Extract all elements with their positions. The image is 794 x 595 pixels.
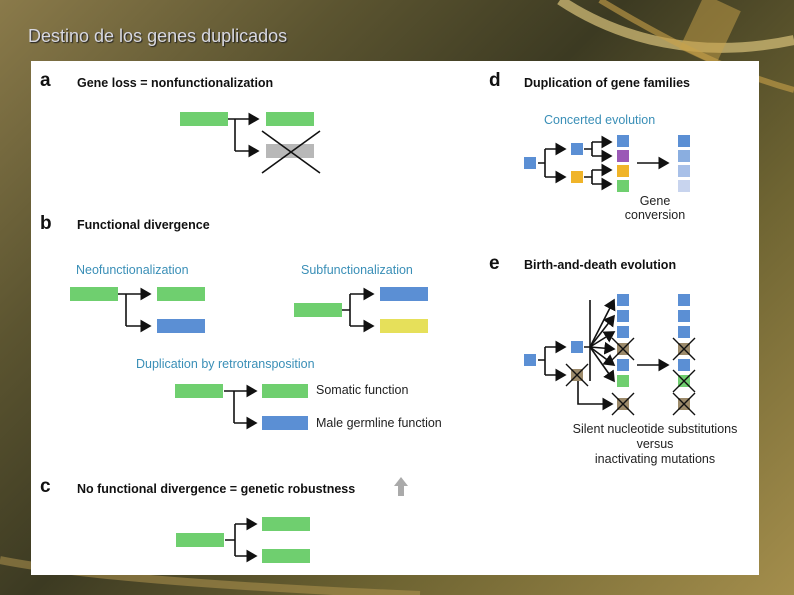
cross-out-icon: [611, 392, 635, 416]
gene-block: [524, 157, 536, 169]
gene-conversion-label-2: conversion: [624, 208, 686, 222]
retrotransposition-label: Duplication by retrotransposition: [136, 357, 315, 371]
panel-b-letter: b: [40, 213, 52, 234]
gene-block: [617, 294, 629, 306]
gene-block: [617, 165, 629, 177]
gene-block: [571, 143, 583, 155]
germline-function-label: Male germline function: [316, 416, 442, 430]
gene-block: [266, 112, 314, 126]
cross-out-icon: [565, 363, 589, 387]
gene-block: [678, 150, 690, 162]
somatic-function-label: Somatic function: [316, 383, 409, 397]
cross-out-icon: [672, 392, 696, 416]
cross-out-icon: [261, 130, 321, 174]
gene-block: [262, 384, 308, 398]
gene-block: [617, 150, 629, 162]
subfunctionalization-label: Subfunctionalization: [301, 263, 413, 277]
gene-block: [617, 326, 629, 338]
gene-block: [617, 180, 629, 192]
gene-block: [157, 319, 205, 333]
gene-conversion-label-1: Gene: [639, 194, 671, 208]
gene-block: [678, 180, 690, 192]
gene-block: [262, 517, 310, 531]
gene-block: [617, 310, 629, 322]
gene-block: [262, 549, 310, 563]
panel-a-letter: a: [40, 70, 51, 91]
panel-c-letter: c: [40, 476, 51, 497]
gene-block: [617, 375, 629, 387]
gene-block: [380, 287, 428, 301]
birth-death-note-2: versus: [636, 437, 674, 451]
birth-death-note-1: Silent nucleotide substitutions: [572, 422, 738, 436]
cross-out-icon: [672, 337, 696, 361]
gene-block: [176, 533, 224, 547]
panel-e-letter: e: [489, 253, 500, 274]
gene-block: [380, 319, 428, 333]
gene-block: [617, 359, 629, 371]
gene-block: [157, 287, 205, 301]
birth-death-note-3: inactivating mutations: [594, 452, 716, 466]
gene-block: [70, 287, 118, 301]
cross-out-icon: [611, 337, 635, 361]
gene-block: [571, 171, 583, 183]
panel-d-heading: Duplication of gene families: [524, 76, 690, 90]
slide-title: Destino de los genes duplicados: [28, 26, 288, 46]
gene-block: [678, 135, 690, 147]
gene-block: [294, 303, 342, 317]
panel-a-heading: Gene loss = nonfunctionalization: [77, 76, 274, 90]
panel-c-heading: No functional divergence = genetic robus…: [77, 482, 356, 496]
gene-block: [524, 354, 536, 366]
up-arrow-icon: [394, 477, 408, 496]
gene-block: [571, 341, 583, 353]
gene-block: [617, 135, 629, 147]
gene-block: [678, 294, 690, 306]
cross-out-icon: [672, 369, 696, 393]
neofunctionalization-label: Neofunctionalization: [76, 263, 189, 277]
gene-block: [678, 359, 690, 371]
gene-block: [678, 326, 690, 338]
panel-b-heading: Functional divergence: [77, 218, 210, 232]
gene-block: [262, 416, 308, 430]
gene-block: [180, 112, 228, 126]
concerted-evolution-label: Concerted evolution: [544, 113, 656, 127]
figure-panel: [31, 61, 759, 575]
panel-e-heading: Birth-and-death evolution: [524, 258, 677, 272]
gene-block: [678, 310, 690, 322]
gene-block: [678, 165, 690, 177]
panel-d-letter: d: [489, 70, 501, 91]
gene-block: [175, 384, 223, 398]
